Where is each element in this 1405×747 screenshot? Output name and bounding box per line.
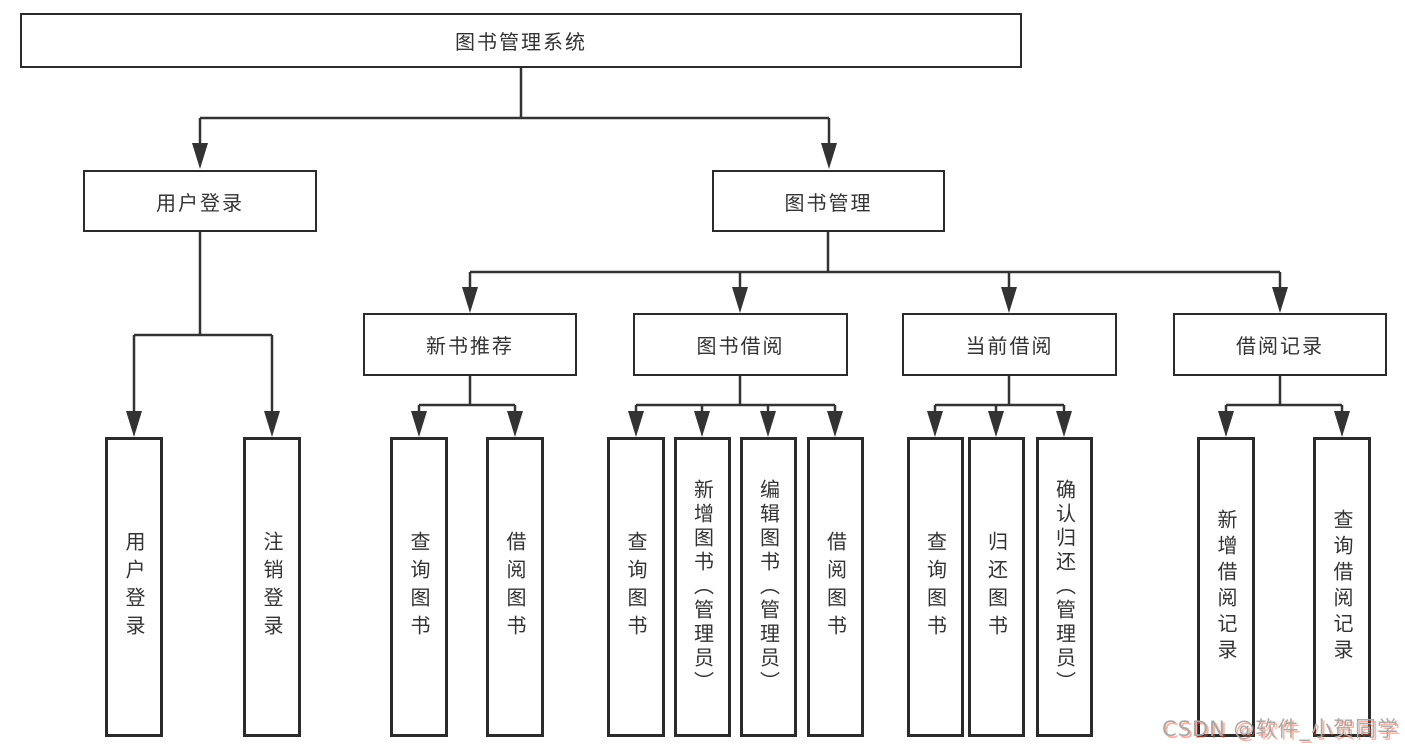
node-book-mgmt-label: 图书管理 xyxy=(784,190,873,215)
leaf-query-books-current-label: 查询图书 xyxy=(923,531,948,643)
arrowhead xyxy=(1334,411,1350,437)
leaf-confirm-return: 确认归还（管理员） xyxy=(1036,437,1093,737)
node-borrow-records: 借阅记录 xyxy=(1173,313,1387,376)
leaf-logout-label: 注销登录 xyxy=(260,531,284,643)
arrowhead xyxy=(821,143,837,169)
arrowhead xyxy=(1272,287,1288,313)
arrowhead xyxy=(628,411,644,437)
arrowhead xyxy=(507,411,523,437)
leaf-query-books-borrow: 查询图书 xyxy=(607,437,665,737)
node-root: 图书管理系统 xyxy=(20,13,1022,68)
leaf-edit-book: 编辑图书（管理员） xyxy=(740,437,797,737)
node-user-login: 用户登录 xyxy=(83,170,317,232)
node-current-borrow-label: 当前借阅 xyxy=(965,334,1054,358)
leaf-user-login: 用户登录 xyxy=(105,437,163,737)
arrowhead xyxy=(988,411,1004,437)
leaf-add-borrow-record-label: 新增借阅记录 xyxy=(1214,509,1238,665)
arrowhead xyxy=(192,143,208,169)
node-root-label: 图书管理系统 xyxy=(455,30,587,54)
edge-borrow-records-to-leaves xyxy=(1218,376,1350,437)
leaf-borrow-books-rec: 借阅图书 xyxy=(486,437,544,737)
leaf-query-books-rec-label: 查询图书 xyxy=(407,531,431,643)
edge-book-borrow-to-leaves xyxy=(628,376,843,437)
node-user-login-label: 用户登录 xyxy=(156,190,244,215)
leaf-confirm-return-label: 确认归还（管理员） xyxy=(1052,479,1077,695)
edge-root-to-level2 xyxy=(192,68,837,169)
arrowhead xyxy=(462,287,478,313)
arrowhead xyxy=(927,411,943,437)
leaf-return-book-label: 归还图书 xyxy=(984,531,1009,643)
node-new-book-rec-label: 新书推荐 xyxy=(426,334,514,358)
node-new-book-rec: 新书推荐 xyxy=(363,313,577,376)
arrowhead xyxy=(1056,411,1072,437)
arrowhead xyxy=(760,411,776,437)
node-borrow-records-label: 借阅记录 xyxy=(1236,334,1324,358)
node-book-borrow: 图书借阅 xyxy=(633,313,848,376)
node-book-borrow-label: 图书借阅 xyxy=(696,334,785,358)
leaf-query-borrow-record-label: 查询借阅记录 xyxy=(1330,509,1354,665)
arrowhead xyxy=(411,411,427,437)
leaf-add-book-label: 新增图书（管理员） xyxy=(690,479,715,695)
leaf-add-borrow-record: 新增借阅记录 xyxy=(1197,437,1255,737)
edge-book-mgmt-to-level3 xyxy=(462,232,1288,313)
leaf-query-books-borrow-label: 查询图书 xyxy=(624,531,648,643)
arrowhead xyxy=(126,411,142,437)
leaf-borrow-books: 借阅图书 xyxy=(807,437,864,737)
arrowhead xyxy=(1001,287,1017,313)
leaf-add-book: 新增图书（管理员） xyxy=(674,437,731,737)
leaf-query-books-rec: 查询图书 xyxy=(390,437,448,737)
arrowhead xyxy=(694,411,710,437)
leaf-query-books-current: 查询图书 xyxy=(907,437,964,737)
csdn-watermark: CSDN @软件_小贺同学 xyxy=(1161,717,1399,741)
node-book-mgmt: 图书管理 xyxy=(712,170,945,232)
leaf-query-borrow-record: 查询借阅记录 xyxy=(1313,437,1371,737)
edge-new-book-rec-to-leaves xyxy=(411,376,523,437)
arrowhead xyxy=(732,287,748,313)
leaf-borrow-books-rec-label: 借阅图书 xyxy=(503,531,527,643)
edge-user-login-to-leaves xyxy=(126,232,280,437)
leaf-return-book: 归还图书 xyxy=(968,437,1025,737)
leaf-borrow-books-label: 借阅图书 xyxy=(823,531,848,643)
leaf-edit-book-label: 编辑图书（管理员） xyxy=(756,479,781,695)
arrowhead xyxy=(827,411,843,437)
leaf-user-login-label: 用户登录 xyxy=(122,531,146,643)
node-current-borrow: 当前借阅 xyxy=(902,313,1117,376)
edge-current-borrow-to-leaves xyxy=(927,376,1072,437)
arrowhead xyxy=(1218,411,1234,437)
leaf-logout: 注销登录 xyxy=(243,437,301,737)
arrowhead xyxy=(264,411,280,437)
